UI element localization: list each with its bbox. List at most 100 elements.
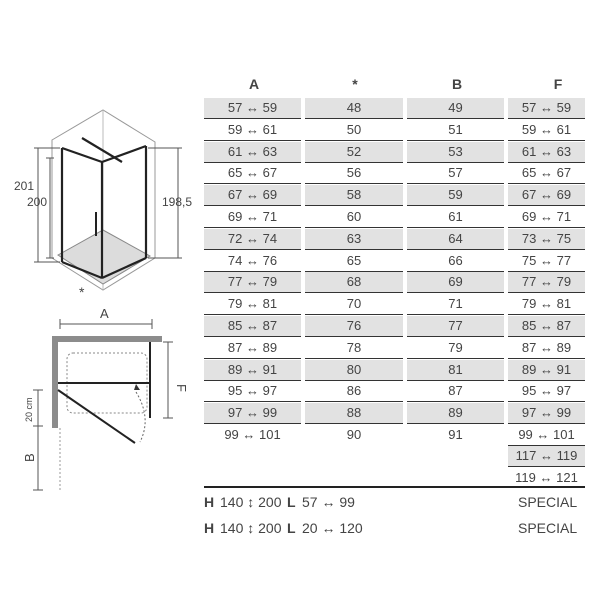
cell-b: 77 (407, 316, 504, 337)
cell-f: 61 ↔ 63 (508, 141, 585, 163)
cell-star: 80 (305, 359, 403, 381)
cell-b: 81 (407, 359, 504, 381)
cell-star: 70 (305, 294, 403, 316)
cell-f: 65 ↔ 67 (508, 163, 585, 185)
cell-a: 79 ↔ 81 (204, 294, 301, 316)
cell-a: 74 ↔ 76 (204, 251, 301, 272)
cell-star: 86 (305, 381, 403, 403)
cell-b: 71 (407, 294, 504, 316)
cell-b: 91 (448, 427, 463, 442)
cell-f: 67 ↔ 69 (508, 185, 585, 207)
special-l-value: 20 ↔ 120 (302, 520, 363, 536)
cell-b: 51 (407, 120, 504, 141)
cell-star: 63 (305, 228, 403, 250)
shower-drawing: 201 200 198,5 * A F (14, 109, 192, 492)
cell-f: 89 ↔ 91 (508, 359, 585, 381)
cell-a: 99 ↔ 101 (224, 427, 281, 442)
plan-label-a: A (100, 306, 109, 321)
door-panel (57, 389, 136, 444)
header-star: * (352, 76, 358, 92)
cell-b: 59 (407, 185, 504, 207)
cell-b: 89 (407, 403, 504, 425)
cell-a: 85 ↔ 87 (204, 316, 301, 337)
cell-f: 79 ↔ 81 (508, 294, 585, 316)
shower-diagram: 201 200 198,5 * A F (0, 0, 200, 600)
cell-star: 50 (305, 120, 403, 141)
cell-f: 75 ↔ 77 (508, 251, 585, 272)
plan-label-20cm: 20 cm (24, 397, 34, 422)
cell-a: 61 ↔ 63 (204, 141, 301, 163)
plan-dimension-b (33, 389, 43, 491)
plan-dimension-a (59, 319, 153, 329)
extra-f-2: 119 ↔ 121 (515, 470, 578, 485)
special-row-2: H 140 ↕ 200 L 20 ↔ 120 SPECIAL (0, 520, 600, 540)
header-a: A (248, 76, 260, 92)
cell-star: 76 (305, 316, 403, 337)
star-marker: * (79, 284, 85, 300)
special-text: SPECIAL (518, 494, 578, 510)
cell-f: 99 ↔ 101 (508, 425, 585, 446)
special-h-value: 140 ↕ 200 (220, 520, 282, 536)
cell-f: 85 ↔ 87 (508, 316, 585, 337)
cell-a: 59 ↔ 61 (204, 120, 301, 141)
cell-f: 69 ↔ 71 (508, 207, 585, 228)
cell-star: 56 (305, 163, 403, 185)
divider-rule (204, 486, 585, 488)
back-wall (52, 336, 162, 342)
cell-f: 97 ↔ 99 (508, 403, 585, 425)
shower-frame (60, 137, 148, 280)
door-swing-arc (135, 391, 146, 443)
plan-dimension-f (163, 341, 173, 419)
special-text: SPECIAL (518, 520, 578, 536)
cell-star: 52 (305, 141, 403, 163)
dim-200-label: 200 (27, 195, 47, 209)
header-b: B (451, 76, 463, 92)
cell-star: 78 (305, 338, 403, 359)
cell-star: 88 (305, 403, 403, 425)
door-arrow-icon (134, 384, 140, 390)
plan-label-f: F (174, 384, 189, 392)
cell-b: 69 (407, 272, 504, 294)
side-wall (52, 336, 58, 428)
cell-b: 79 (407, 338, 504, 359)
cell-b: 53 (407, 141, 504, 163)
cell-b: 57 (407, 163, 504, 185)
cell-b: 66 (407, 251, 504, 272)
dim-201-label: 201 (14, 179, 34, 193)
cell-a: 97 ↔ 99 (204, 403, 301, 425)
dim-198-label: 198,5 (162, 195, 192, 209)
header-f: F (553, 76, 563, 92)
special-h-label: H (204, 520, 215, 536)
dimension-lines (34, 147, 182, 263)
cell-b: 49 (407, 98, 504, 119)
cell-a: 57 ↔ 59 (204, 98, 301, 119)
cell-a: 65 ↔ 67 (204, 163, 301, 185)
cell-star: 68 (305, 272, 403, 294)
cell-b: 64 (407, 228, 504, 250)
cell-f: 59 ↔ 61 (508, 120, 585, 141)
special-l-label: L (287, 494, 296, 510)
cell-b: 61 (407, 207, 504, 228)
cell-a: 69 ↔ 71 (204, 207, 301, 228)
plan-label-b: B (22, 453, 37, 462)
cell-a: 72 ↔ 74 (204, 228, 301, 250)
special-h-label: H (204, 494, 215, 510)
special-h-value: 140 ↕ 200 (220, 494, 282, 510)
table-headers: A * B F (0, 76, 600, 96)
cell-f: 95 ↔ 97 (508, 381, 585, 403)
special-l-value: 57 ↔ 99 (302, 494, 355, 510)
